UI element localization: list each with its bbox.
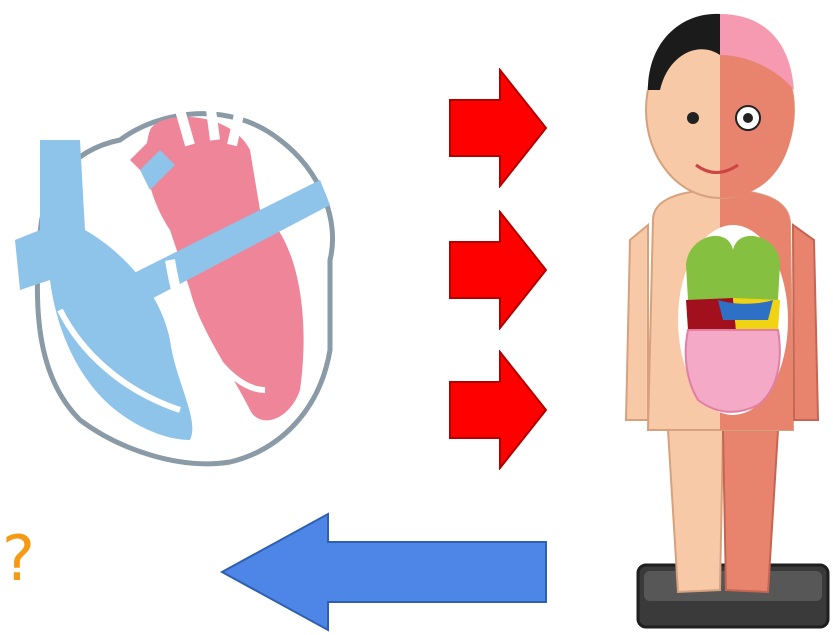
arrow-right-icon — [448, 350, 548, 470]
human-anatomy-model-icon — [608, 0, 833, 635]
arrow-right-icon — [448, 68, 548, 188]
heart-anatomy-icon — [0, 90, 360, 470]
arrow-left-icon — [218, 512, 548, 632]
arrow-right-icon — [448, 210, 548, 330]
question-mark: ? — [2, 528, 36, 590]
